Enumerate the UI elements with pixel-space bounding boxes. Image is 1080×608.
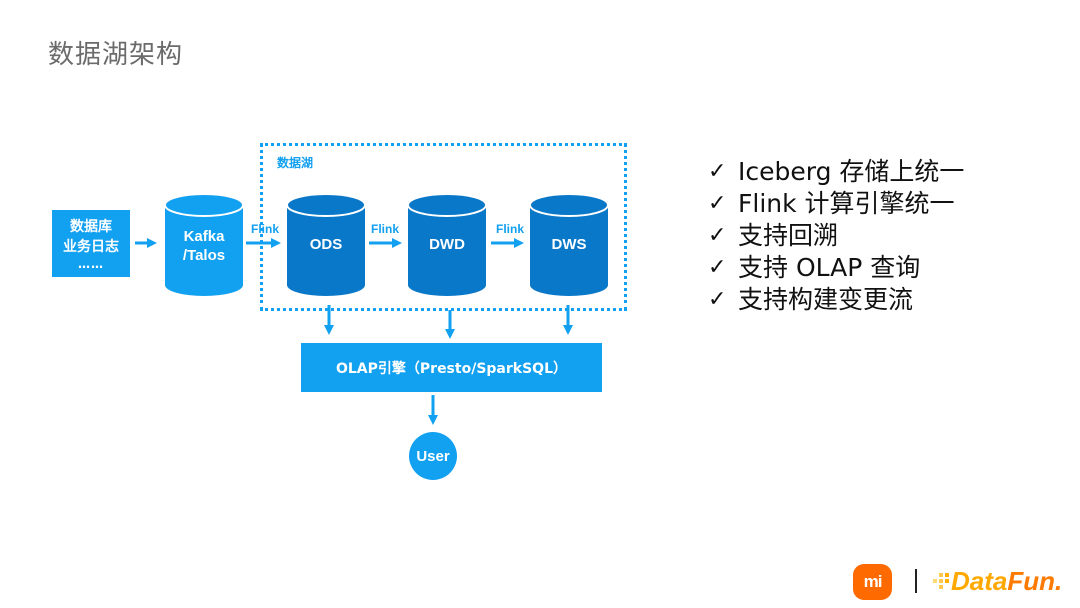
slide-title: 数据湖架构 (48, 40, 184, 70)
source-box: 数据库 业务日志 …… (52, 210, 130, 277)
feature-text: 支持构建变更流 (738, 285, 914, 314)
feature-item: ✓ 支持 OLAP 查询 (708, 252, 964, 284)
dwd-cylinder (407, 193, 487, 296)
feature-text: Iceberg 存储上统一 (738, 157, 965, 186)
flink-label-ods-dwd: Flink (371, 222, 400, 236)
olap-engine-box: OLAP引擎（Presto/SparkSQL） (301, 343, 602, 392)
feature-text: Flink 计算引擎统一 (738, 189, 955, 218)
check-icon: ✓ (708, 223, 727, 248)
data-lake-label: 数据湖 (277, 156, 314, 170)
feature-text: 支持回溯 (738, 221, 839, 250)
check-icon: ✓ (708, 159, 727, 184)
kafka-label: Kafka /Talos (165, 227, 243, 265)
feature-item: ✓ 支持回溯 (708, 220, 964, 252)
user-node: User (409, 432, 457, 480)
feature-item: ✓ 支持构建变更流 (708, 284, 964, 316)
source-line-business-log: 业务日志 (63, 238, 119, 255)
check-icon: ✓ (708, 287, 727, 312)
dws-cylinder (529, 193, 609, 296)
dws-label: DWS (551, 236, 587, 253)
flink-label-dwd-dws: Flink (496, 222, 525, 236)
datafun-logo: DataFun. (951, 564, 1062, 598)
feature-list: ✓ Iceberg 存储上统一 ✓ Flink 计算引擎统一 ✓ 支持回溯 ✓ … (708, 156, 964, 316)
flink-label-kafka-ods: Flink (251, 222, 280, 236)
feature-item: ✓ Flink 计算引擎统一 (708, 188, 964, 220)
feature-text: 支持 OLAP 查询 (738, 253, 921, 282)
check-icon: ✓ (708, 255, 727, 280)
xiaomi-logo: mi (853, 564, 892, 600)
kafka-label-line2: /Talos (182, 247, 226, 264)
ods-label: ODS (309, 236, 343, 253)
datafun-logo-fun: Fun. (1007, 566, 1063, 596)
source-line-ellipsis: …… (78, 256, 104, 271)
logo-separator (915, 569, 917, 593)
data-lake-boundary (260, 143, 627, 311)
kafka-cylinder (164, 193, 244, 296)
source-line-database: 数据库 (70, 218, 112, 235)
feature-item: ✓ Iceberg 存储上统一 (708, 156, 964, 188)
datafun-logo-data: Data (951, 566, 1008, 596)
dwd-label: DWD (429, 236, 465, 253)
ods-cylinder (286, 193, 366, 296)
kafka-label-line1: Kafka (183, 228, 225, 245)
check-icon: ✓ (708, 191, 727, 216)
datafun-dots-icon (933, 573, 949, 589)
